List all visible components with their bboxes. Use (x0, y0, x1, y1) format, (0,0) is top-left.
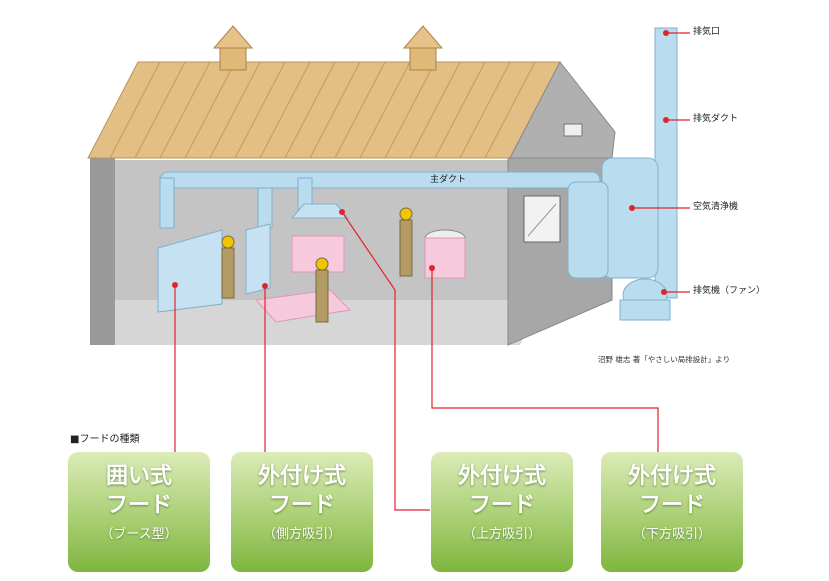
fan-base (619, 299, 671, 321)
card-title-line2: フード (268, 493, 335, 518)
card-title-line1: 囲い式 (105, 464, 172, 489)
duct-drop-1 (159, 177, 175, 229)
card-title-line1: 外付け式 (257, 464, 346, 489)
leader-dots (172, 30, 669, 295)
front-left-wall (90, 158, 115, 345)
card-subtitle: （ブース型） (100, 527, 178, 542)
card-subtitle: （上方吸引） (462, 527, 541, 542)
card-subtitle: （下方吸引） (632, 527, 711, 542)
roof-ventilator-1 (212, 25, 254, 71)
duct-drop-3 (257, 187, 273, 229)
card-title-line1: 外付け式 (457, 464, 546, 489)
label-exhaust-outlet: 排気口 (693, 27, 721, 37)
worker-3 (399, 207, 413, 277)
roof-ribs (109, 61, 536, 159)
leader-lines (174, 32, 690, 511)
vent-louver (563, 123, 583, 137)
factory-building (87, 25, 616, 346)
duct-system (159, 27, 678, 321)
hood-card-lower-suction: 外付け式 フード （下方吸引） (601, 452, 743, 572)
source-credit: 沼野 雄志 著「やさしい局排設計」より (598, 355, 731, 364)
roof-ventilator-2 (402, 25, 444, 71)
down-hood-body (424, 237, 466, 279)
card-subtitle: （側方吸引） (262, 527, 341, 542)
hood-card-side-suction: 外付け式 フード （側方吸引） (231, 452, 373, 572)
hoods (157, 203, 466, 323)
air-cleaner-front (567, 181, 609, 279)
roof (87, 61, 561, 159)
label-air-cleaner: 空気清浄機 (693, 202, 739, 212)
main-duct (159, 171, 601, 189)
gable (509, 61, 616, 159)
hood-card-upper-suction: 外付け式 フード （上方吸引） (431, 452, 573, 572)
booth-hood (157, 229, 223, 313)
card-title-line2: フード (468, 493, 535, 518)
side-hood (245, 223, 271, 295)
label-exhaust-fan: 排気機（ファン） (693, 286, 766, 296)
label-exhaust-duct: 排気ダクト (693, 114, 739, 124)
air-cleaner (601, 157, 659, 279)
worker-2 (315, 257, 329, 323)
card-title-line2: フード (638, 493, 705, 518)
hood-card-enclosure: 囲い式 フード （ブース型） (68, 452, 210, 572)
hood-types-caption: ■フードの種類 (70, 434, 140, 445)
worker-1 (221, 235, 235, 299)
label-main-duct: 主ダクト (430, 175, 467, 185)
card-title-line1: 外付け式 (627, 464, 716, 489)
workers (221, 207, 413, 323)
card-title-line2: フード (105, 493, 172, 518)
upper-hood (290, 203, 350, 219)
